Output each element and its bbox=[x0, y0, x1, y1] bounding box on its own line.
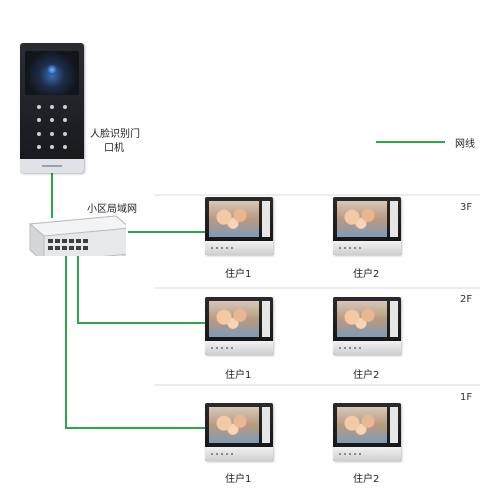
monitor-side-panel bbox=[390, 301, 398, 337]
key-dot bbox=[63, 105, 68, 109]
monitor-screen bbox=[209, 407, 259, 443]
lan-label: 小区局域网 bbox=[87, 204, 137, 215]
monitor-screen bbox=[337, 301, 387, 337]
key-dot bbox=[36, 118, 41, 123]
network-switch bbox=[28, 215, 126, 256]
indoor-monitor-3f-1 bbox=[205, 197, 273, 255]
floor-label-1f: 1F bbox=[460, 392, 473, 403]
monitor-base bbox=[333, 241, 401, 255]
floor-label-3f: 3F bbox=[460, 202, 473, 213]
monitor-base bbox=[205, 241, 273, 255]
key-dot bbox=[63, 118, 68, 123]
legend-label: 网线 bbox=[455, 139, 475, 150]
monitor-side-panel bbox=[262, 301, 270, 337]
key-dot bbox=[49, 118, 54, 123]
key-dot bbox=[63, 144, 68, 149]
monitor-side-panel bbox=[390, 201, 398, 237]
camera-icon bbox=[47, 65, 57, 75]
indoor-monitor-2f-1 bbox=[205, 297, 273, 355]
indoor-monitor-1f-1 bbox=[205, 403, 273, 461]
floor-label-2f: 2F bbox=[460, 294, 473, 305]
monitor-side-panel bbox=[390, 407, 398, 443]
indoor-monitor-1f-2 bbox=[333, 403, 401, 461]
face-recognition-door-station bbox=[20, 43, 84, 173]
monitor-screen bbox=[209, 301, 259, 337]
key-dot bbox=[36, 131, 41, 136]
key-dot bbox=[36, 105, 41, 109]
door-station-label-line1: 人脸识别门 bbox=[90, 129, 140, 140]
monitor-base bbox=[205, 447, 273, 461]
key-dot bbox=[36, 144, 41, 149]
key-dot bbox=[49, 131, 54, 136]
cable-2f bbox=[77, 255, 207, 324]
monitor-base bbox=[333, 341, 401, 355]
door-station-label: 人脸识别门 口机 bbox=[90, 128, 140, 156]
indoor-monitor-2f-2 bbox=[333, 297, 401, 355]
key-dot bbox=[49, 144, 54, 149]
cable-1f bbox=[65, 255, 207, 429]
monitor-screen bbox=[209, 201, 259, 237]
door-station-label-line2: 口机 bbox=[104, 143, 124, 154]
monitor-side-panel bbox=[262, 407, 270, 443]
resident-label-2f-1: 住户1 bbox=[225, 370, 252, 381]
indoor-monitor-3f-2 bbox=[333, 197, 401, 255]
monitor-screen bbox=[337, 201, 387, 237]
resident-label-2f-2: 住户2 bbox=[353, 370, 380, 381]
monitor-side-panel bbox=[262, 201, 270, 237]
monitor-base bbox=[205, 341, 273, 355]
resident-label-3f-1: 住户1 bbox=[225, 269, 252, 280]
resident-label-3f-2: 住户2 bbox=[353, 269, 380, 280]
switch-ports bbox=[48, 239, 88, 250]
monitor-base bbox=[333, 447, 401, 461]
key-dot bbox=[63, 131, 68, 136]
resident-label-1f-1: 住户1 bbox=[225, 474, 252, 485]
key-dot bbox=[49, 105, 54, 109]
door-station-base bbox=[20, 159, 84, 173]
monitor-screen bbox=[337, 407, 387, 443]
door-station-keypad bbox=[32, 105, 72, 153]
resident-label-1f-2: 住户2 bbox=[353, 474, 380, 485]
